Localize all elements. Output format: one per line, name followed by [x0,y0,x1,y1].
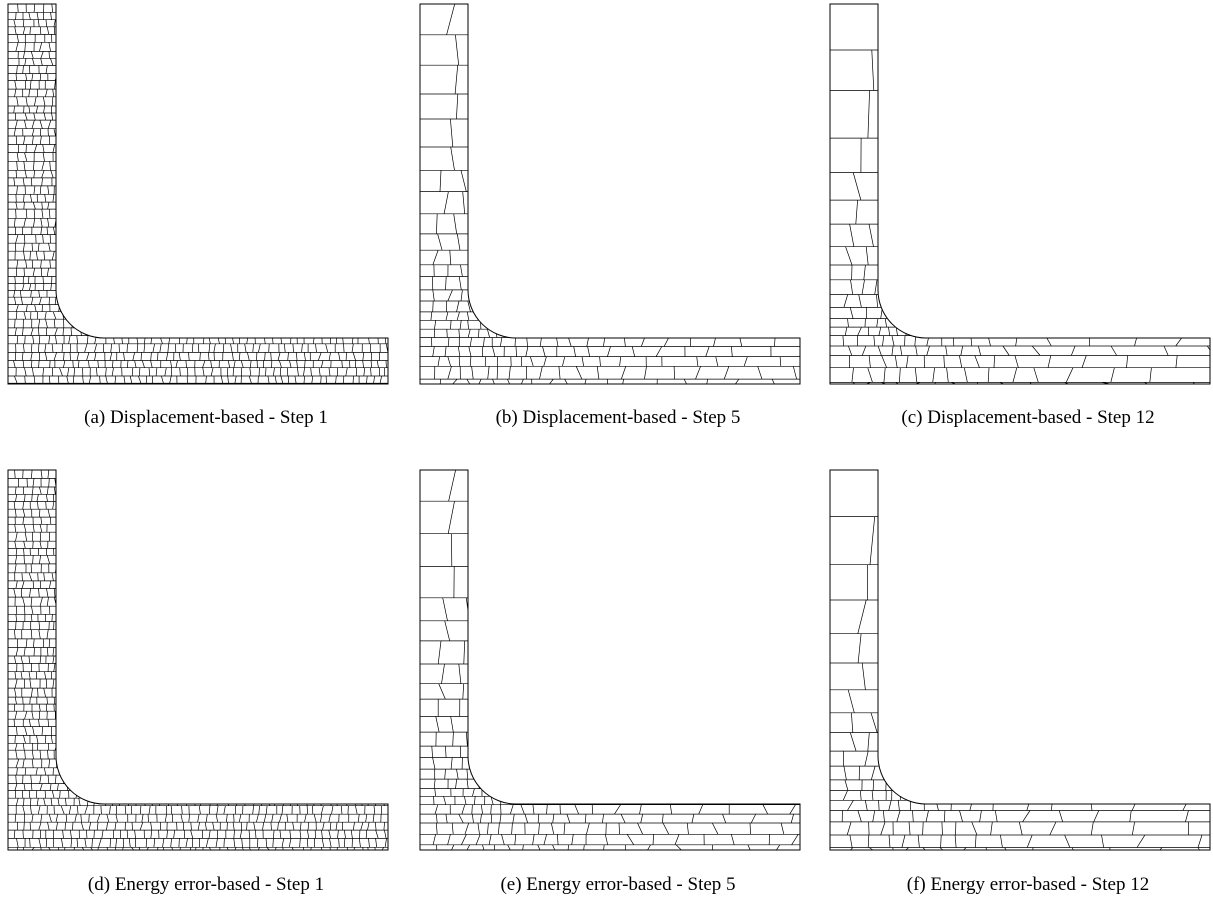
domain-outline [829,469,1211,851]
mesh-edges [8,470,388,850]
domain-outline [419,469,801,851]
mesh-elements [830,470,1210,850]
mesh-elements [8,470,388,850]
mesh-elements [420,470,800,850]
caption-d: (d) Energy error-based - Step 1 [87,874,325,895]
mesh-figure-d [7,469,389,851]
domain-outline [419,3,801,385]
mesh-elements [8,4,388,384]
domain-outline [7,469,389,851]
mesh-elements [420,4,800,384]
mesh-figure-f [829,469,1211,851]
mesh-edges [830,470,1210,850]
mesh-figure-b [419,3,801,385]
domain-outline [829,3,1211,385]
mesh-edges [830,4,1210,384]
caption-b: (b) Displacement-based - Step 5 [495,407,741,428]
caption-a: (a) Displacement-based - Step 1 [84,407,328,428]
mesh-edges [8,4,388,384]
mesh-figure-e [419,469,801,851]
caption-e: (e) Energy error-based - Step 5 [500,874,736,895]
caption-c: (c) Displacement-based - Step 12 [901,407,1155,428]
caption-f: (f) Energy error-based - Step 12 [906,874,1150,895]
domain-outline [7,3,389,385]
mesh-figure-a [7,3,389,385]
mesh-elements [830,4,1210,384]
mesh-edges [420,470,800,850]
mesh-edges [420,4,800,384]
mesh-figure-c [829,3,1211,385]
